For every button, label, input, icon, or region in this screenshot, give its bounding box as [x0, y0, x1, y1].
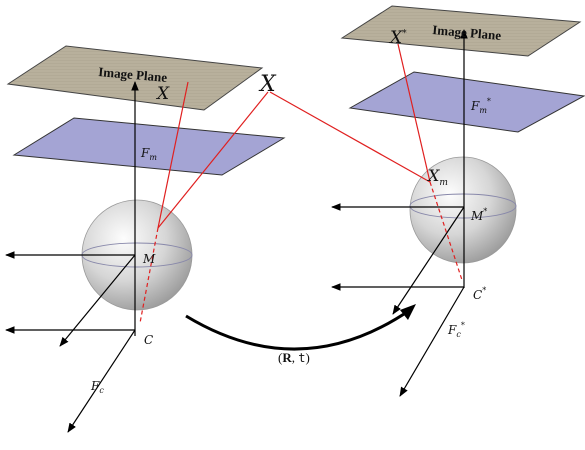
left-ray-to-image	[157, 81, 189, 229]
right-mirror-projection-label: Xm	[426, 166, 448, 188]
right-ray-to-scene	[269, 91, 431, 183]
left-camera: Image Plane X Fm M C Fc	[5, 45, 286, 433]
left-mirror-center-label: M	[142, 252, 156, 266]
left-image-plane-label: Image Plane	[98, 64, 168, 85]
left-ray-to-scene	[157, 91, 269, 229]
left-image-plane	[6, 45, 264, 111]
left-camera-center-label: C	[144, 333, 153, 347]
right-ray-inside-sphere	[429, 181, 463, 281]
left-mirror-frame-label: Fm	[140, 146, 157, 162]
left-camera-frame-label: Fc	[90, 379, 104, 395]
right-camera-center-label: C*	[473, 286, 486, 302]
right-mirror-plane	[348, 71, 585, 133]
right-mirror-frame-label: Fm*	[470, 97, 491, 115]
right-mirror-z-axis	[392, 206, 465, 315]
right-projection-label: X*	[388, 28, 407, 48]
left-camera-z-axis	[67, 329, 136, 433]
right-mirror-sphere	[409, 156, 517, 264]
right-mirror-center-label: M*	[470, 207, 487, 223]
left-ray-inside-sphere	[139, 227, 159, 324]
transform-arc-arrowhead	[400, 304, 416, 320]
scene-point-label: X	[258, 72, 277, 97]
left-mirror-z-axis	[59, 254, 136, 347]
right-image-plane-label: Image Plane	[432, 22, 502, 43]
right-camera-frame-label: Fc*	[447, 321, 465, 339]
left-projection-label: X	[155, 84, 170, 104]
left-mirror-plane	[12, 117, 286, 176]
right-camera-z-axis	[399, 286, 465, 397]
transform-arc	[185, 308, 411, 351]
transform-label: (R, t)	[278, 350, 310, 365]
right-sphere-equator	[409, 193, 517, 219]
right-ray-to-image	[397, 43, 431, 183]
right-camera: Image Plane X* Xm Fm* M* C* Fc*	[269, 5, 585, 397]
